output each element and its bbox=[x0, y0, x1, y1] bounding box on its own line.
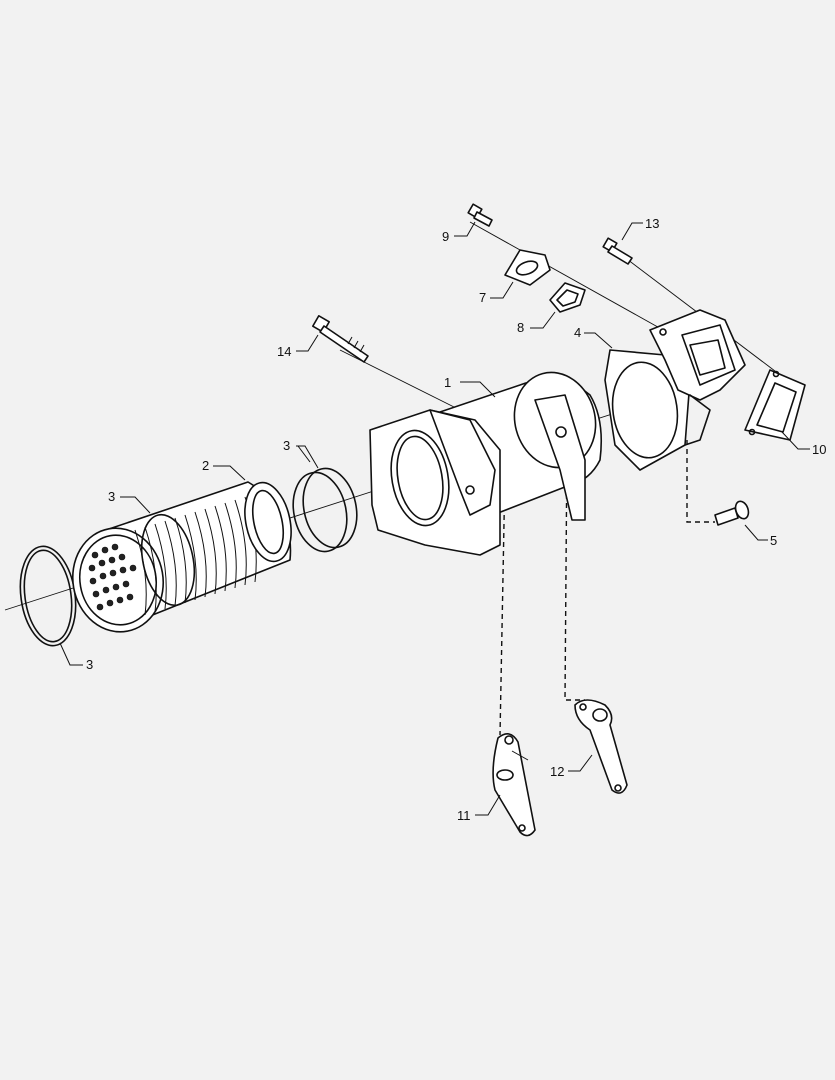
o-rings-middle bbox=[292, 467, 358, 553]
o-ring-on-bundle bbox=[140, 513, 196, 607]
alignment-dashed-lines bbox=[499, 439, 715, 736]
gasket-10 bbox=[744, 369, 806, 441]
small-gasket-8 bbox=[549, 282, 586, 313]
bolt-13 bbox=[602, 237, 633, 265]
callout-3-top: 3 bbox=[108, 489, 115, 504]
outlet-elbow bbox=[604, 309, 746, 471]
callout-1: 1 bbox=[444, 375, 451, 390]
callout-14: 14 bbox=[277, 344, 291, 359]
tube-holes bbox=[88, 543, 137, 611]
callout-3-middle: 3 bbox=[283, 438, 290, 453]
callout-9: 9 bbox=[442, 229, 449, 244]
bolt-5 bbox=[714, 500, 750, 526]
callout-10: 10 bbox=[812, 442, 826, 457]
callout-13: 13 bbox=[645, 216, 659, 231]
bracket-12 bbox=[574, 699, 628, 794]
flange-plate-7 bbox=[504, 249, 551, 286]
cooler-housing bbox=[369, 371, 603, 556]
callout-7: 7 bbox=[479, 290, 486, 305]
bracket-11 bbox=[492, 733, 536, 837]
callout-2: 2 bbox=[202, 458, 209, 473]
callouts: 1 2 3 3 3 4 5 7 8 9 10 11 12 13 14 bbox=[86, 216, 826, 823]
callout-4: 4 bbox=[574, 325, 581, 340]
callout-11: 11 bbox=[457, 808, 471, 823]
tube-bundle-core bbox=[71, 481, 292, 633]
callout-8: 8 bbox=[517, 320, 524, 335]
bolt-9 bbox=[467, 203, 493, 227]
callout-3-bottom: 3 bbox=[86, 657, 93, 672]
leader-lines bbox=[59, 221, 810, 816]
callout-5: 5 bbox=[770, 533, 777, 548]
long-bolt-14 bbox=[312, 315, 369, 363]
callout-12: 12 bbox=[550, 764, 564, 779]
